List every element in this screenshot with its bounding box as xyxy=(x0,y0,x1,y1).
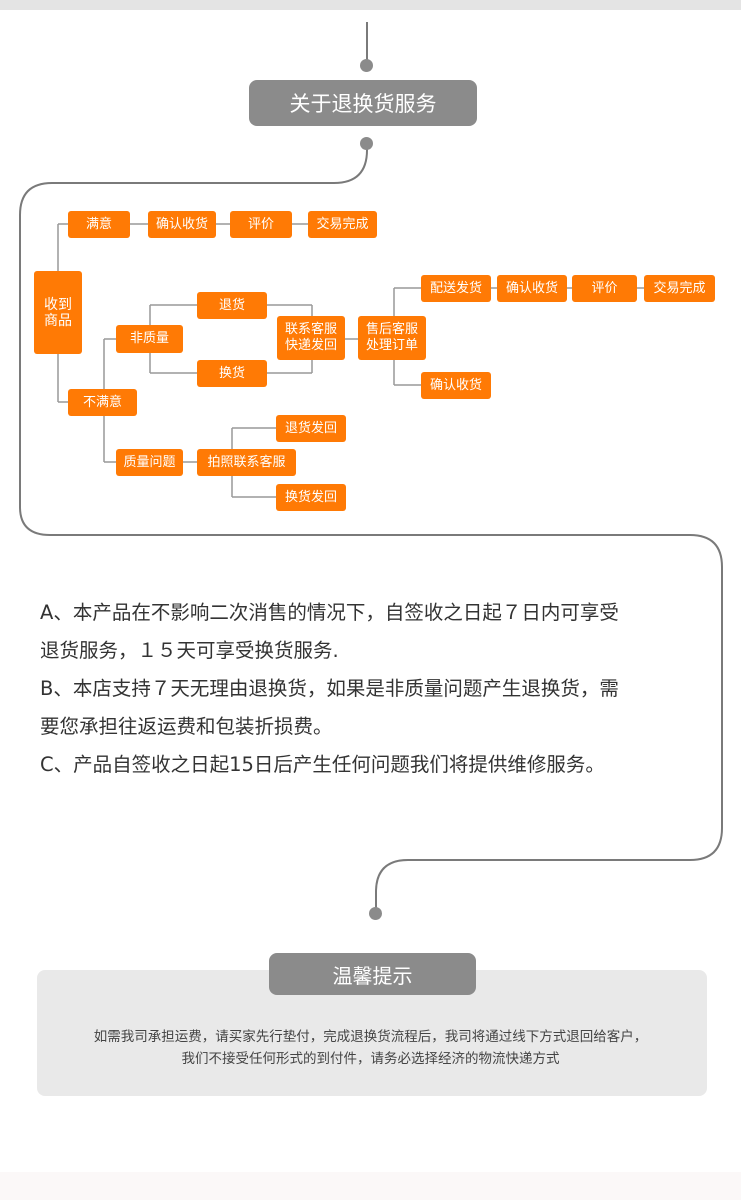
node-confirm-receipt-3: 确认收货 xyxy=(421,372,491,399)
bottom-divider xyxy=(0,1172,741,1200)
top-divider xyxy=(0,0,741,10)
node-deal-done: 交易完成 xyxy=(308,211,377,238)
section-title: 关于退换货服务 xyxy=(249,80,477,126)
policy-a-line1: A、本产品在不影响二次消售的情况下，自签收之日起７日内可享受 xyxy=(40,601,619,624)
node-satisfied: 满意 xyxy=(68,211,130,238)
policy-b-line2: 要您承担往返运费和包装折损费。 xyxy=(40,715,333,738)
node-quality-issue: 质量问题 xyxy=(116,449,183,476)
node-received: 收到 商品 xyxy=(34,271,82,354)
node-photo-contact: 拍照联系客服 xyxy=(197,449,296,476)
node-confirm-receipt: 确认收货 xyxy=(148,211,216,238)
node-deliver: 配送发货 xyxy=(421,275,491,302)
notice-line2: 我们不接受任何形式的到付件，请务必选择经济的物流快递方式 xyxy=(181,1051,560,1067)
node-review: 评价 xyxy=(230,211,292,238)
policy-b-line1: B、本店支持７天无理由退换货，如果是非质量问题产生退换货，需 xyxy=(40,677,619,700)
node-unsatisfied: 不满意 xyxy=(68,389,137,416)
node-contact-cs-ship-back: 联系客服 快递发回 xyxy=(277,316,345,360)
policy-a-line2: 退货服务，１５天可享受换货服务. xyxy=(40,639,339,662)
node-confirm-receipt-2: 确认收货 xyxy=(497,275,567,302)
notice-title: 温馨提示 xyxy=(269,953,476,995)
node-exchange: 换货 xyxy=(197,360,267,387)
notice-text: 如需我司承担运费，请买家先行垫付，完成退换货流程后，我司将通过线下方式退回给客户… xyxy=(0,1026,741,1070)
node-non-quality: 非质量 xyxy=(116,325,183,353)
node-review-2: 评价 xyxy=(572,275,637,302)
connector-dot xyxy=(369,907,382,920)
policy-text: A、本产品在不影响二次消售的情况下，自签收之日起７日内可享受 退货服务，１５天可… xyxy=(40,594,700,784)
node-return: 退货 xyxy=(197,292,267,319)
node-deal-done-2: 交易完成 xyxy=(644,275,715,302)
node-exchange-ship-back: 换货发回 xyxy=(276,484,346,511)
policy-c-line1: C、产品自签收之日起15日后产生任何问题我们将提供维修服务。 xyxy=(40,753,605,776)
node-after-sale: 售后客服 处理订单 xyxy=(358,316,426,360)
connector-dot xyxy=(360,137,373,150)
notice-line1: 如需我司承担运费，请买家先行垫付，完成退换货流程后，我司将通过线下方式退回给客户… xyxy=(93,1029,648,1045)
node-return-ship-back: 退货发回 xyxy=(276,415,346,442)
connector-dot xyxy=(360,59,373,72)
